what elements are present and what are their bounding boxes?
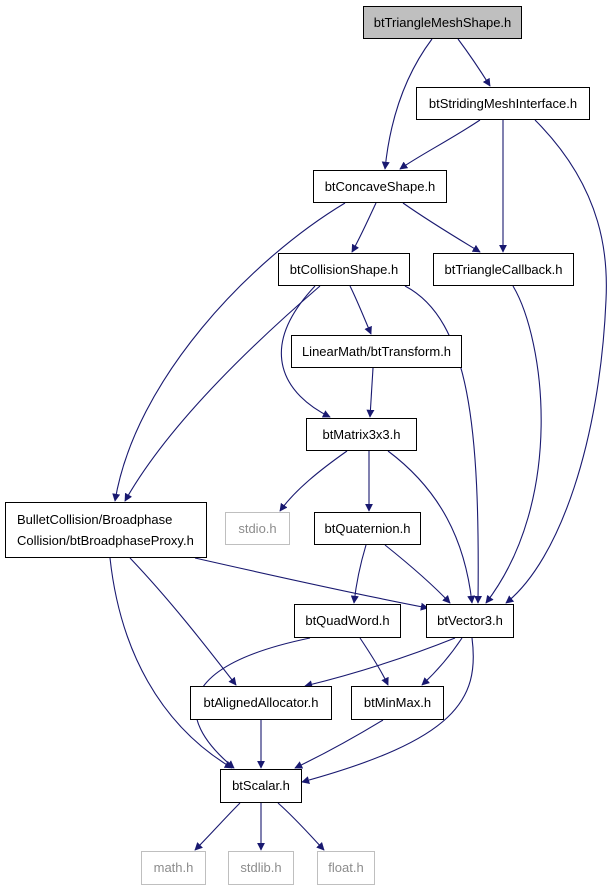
node-btbroadphaseproxy-line-1: BulletCollision/Broadphase (17, 512, 173, 527)
node-btquadword[interactable]: btQuadWord.h (294, 604, 401, 638)
edge-quat-to-quadword (350, 544, 367, 604)
node-bttrianglemeshshape[interactable]: btTriangleMeshShape.h (363, 6, 522, 39)
node-btmatrix3x3[interactable]: btMatrix3x3.h (306, 418, 417, 451)
edge-vector3-to-scalar (301, 637, 474, 784)
node-stdlib[interactable]: stdlib.h (228, 851, 294, 885)
edge-vector3-to-minmax (421, 637, 463, 686)
edge-proxy-to-vector3 (194, 557, 429, 611)
edge-root-to-concave (381, 38, 433, 170)
node-btbroadphaseproxy-line-2: Collision/btBroadphaseProxy.h (17, 533, 194, 548)
node-linearmath-bttransform[interactable]: LinearMath/btTransform.h (291, 335, 462, 368)
edge-collision-to-proxy (124, 285, 321, 502)
edge-striding-to-vector3 (505, 119, 607, 604)
node-btvector3[interactable]: btVector3.h (426, 604, 514, 638)
node-stdio[interactable]: stdio.h (225, 512, 290, 545)
edge-transform-to-matrix (366, 367, 375, 418)
edge-minmax-to-scalar (294, 719, 384, 769)
edge-concave-to-collision (351, 202, 377, 253)
edge-proxy-to-scalar (109, 557, 233, 769)
node-btcollisionshape[interactable]: btCollisionShape.h (278, 253, 410, 286)
edge-collision-to-matrix (280, 285, 331, 418)
node-btalignedallocator[interactable]: btAlignedAllocator.h (190, 686, 332, 720)
edge-scalar-to-float (277, 802, 325, 851)
node-btquaternion[interactable]: btQuaternion.h (314, 512, 421, 545)
node-btstridingmeshinterface[interactable]: btStridingMeshInterface.h (416, 87, 590, 120)
edge-quadword-to-minmax (359, 637, 389, 686)
edge-collision-to-transform (349, 285, 372, 335)
node-float[interactable]: float.h (317, 851, 375, 885)
node-btbroadphaseproxy[interactable]: BulletCollision/Broadphase Collision/btB… (5, 502, 207, 558)
edge-root-to-striding (457, 38, 491, 87)
node-btconcaveshape[interactable]: btConcaveShape.h (313, 170, 447, 203)
edge-matrix-to-vector3 (387, 450, 476, 604)
edge-proxy-to-aligned (129, 557, 237, 686)
edge-scalar-to-math (194, 802, 241, 851)
node-btminmax[interactable]: btMinMax.h (351, 686, 444, 720)
node-math[interactable]: math.h (141, 851, 206, 885)
edge-matrix-to-stdio (279, 450, 348, 512)
edge-collision-to-vector3 (404, 285, 483, 604)
edge-quat-to-vector3 (384, 544, 451, 604)
edge-concave-to-proxy (112, 202, 346, 502)
edge-tricb-to-vector3 (485, 285, 542, 604)
edge-vector3-to-aligned (304, 637, 456, 689)
edge-striding-to-concave (399, 119, 481, 170)
node-btscalar[interactable]: btScalar.h (220, 769, 302, 803)
node-bttrianglecallback[interactable]: btTriangleCallback.h (433, 253, 574, 286)
edge-concave-to-tricb (402, 202, 481, 253)
